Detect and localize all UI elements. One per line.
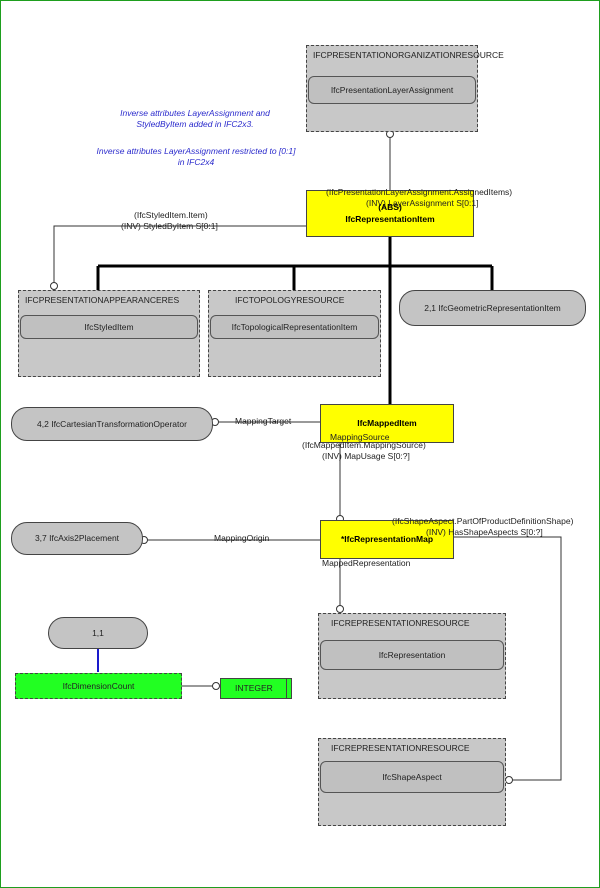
schema-topology[interactable]: IFCTOPOLOGYRESOURCE IfcTopologicalRepres… bbox=[208, 290, 381, 377]
representation-ref[interactable]: IfcRepresentation bbox=[320, 640, 504, 670]
label-styled-item-source: (IfcStyledItem.Item) bbox=[134, 210, 208, 220]
note-ifc2x3: Inverse attributes LayerAssignment and S… bbox=[120, 108, 270, 129]
schema-header: IFCPRESENTATIONAPPEARANCERES bbox=[25, 295, 180, 305]
schema-header: IFCREPRESENTATIONRESOURCE bbox=[331, 743, 470, 753]
geometric-representation-item-pill[interactable]: 2,1 IfcGeometricRepresentationItem bbox=[399, 290, 586, 326]
entity-mapped-item[interactable]: IfcMappedItem bbox=[320, 404, 454, 443]
type-dimension-count[interactable]: IfcDimensionCount bbox=[15, 673, 182, 699]
entity-representation-map[interactable]: *IfcRepresentationMap bbox=[320, 520, 454, 559]
schema-presentation-organization[interactable]: IFCPRESENTATIONORGANIZATIONRESOURCE IfcP… bbox=[306, 45, 504, 132]
label-map-usage-inverse: (INV) MapUsage S[0:?] bbox=[322, 451, 410, 461]
label-shape-aspects-source: (IfcShapeAspect.PartOfProductDefinitionS… bbox=[392, 516, 574, 526]
schema-header: IFCREPRESENTATIONRESOURCE bbox=[331, 618, 470, 628]
note-ifc2x4: Inverse attributes LayerAssignment restr… bbox=[96, 146, 296, 167]
label-mapping-source: MappingSource bbox=[330, 432, 390, 442]
type-integer[interactable]: INTEGER bbox=[220, 678, 292, 699]
integer-bar bbox=[286, 679, 287, 698]
schema-representation-1[interactable]: IFCREPRESENTATIONRESOURCE IfcRepresentat… bbox=[318, 613, 506, 699]
schema-header: IFCTOPOLOGYRESOURCE bbox=[235, 295, 345, 305]
abs-marker: (ABS) bbox=[378, 202, 402, 212]
schema-header: IFCPRESENTATIONORGANIZATIONRESOURCE bbox=[313, 50, 504, 60]
axis2placement-pill[interactable]: 3,7 IfcAxis2Placement bbox=[11, 522, 143, 555]
styled-item-ref[interactable]: IfcStyledItem bbox=[20, 315, 198, 339]
presentation-layer-assignment-ref[interactable]: IfcPresentationLayerAssignment bbox=[308, 76, 476, 104]
label-shape-aspects-inverse: (INV) HasShapeAspects S[0:?] bbox=[426, 527, 543, 537]
entity-name: IfcRepresentationItem bbox=[345, 214, 435, 224]
topological-representation-item-ref[interactable]: IfcTopologicalRepresentationItem bbox=[210, 315, 379, 339]
schema-representation-2[interactable]: IFCREPRESENTATIONRESOURCE IfcShapeAspect bbox=[318, 738, 506, 826]
label-layer-assignment-inverse: (INV) LayerAssignment S[0:1] bbox=[366, 198, 479, 208]
shape-aspect-ref[interactable]: IfcShapeAspect bbox=[320, 761, 504, 793]
label-layer-assignment-source: (IfcPresentationLayerAssignment.Assigned… bbox=[326, 187, 513, 197]
cartesian-transformation-operator-pill[interactable]: 4,2 IfcCartesianTransformationOperator bbox=[11, 407, 213, 441]
label-styled-item-inverse: (INV) StyledByItem S[0:1] bbox=[121, 221, 218, 231]
cardinality-pill[interactable]: 1,1 bbox=[48, 617, 148, 649]
integer-label: INTEGER bbox=[235, 683, 273, 693]
label-mapping-target: MappingTarget bbox=[235, 416, 292, 426]
entity-representation-item[interactable]: (ABS) IfcRepresentationItem bbox=[306, 190, 474, 237]
schema-presentation-appearance[interactable]: IFCPRESENTATIONAPPEARANCERES IfcStyledIt… bbox=[18, 290, 200, 377]
label-mapped-representation: MappedRepresentation bbox=[322, 558, 411, 568]
label-map-usage-source: (IfcMappedItem.MappingSource) bbox=[302, 440, 426, 450]
label-mapping-origin: MappingOrigin bbox=[214, 533, 270, 543]
